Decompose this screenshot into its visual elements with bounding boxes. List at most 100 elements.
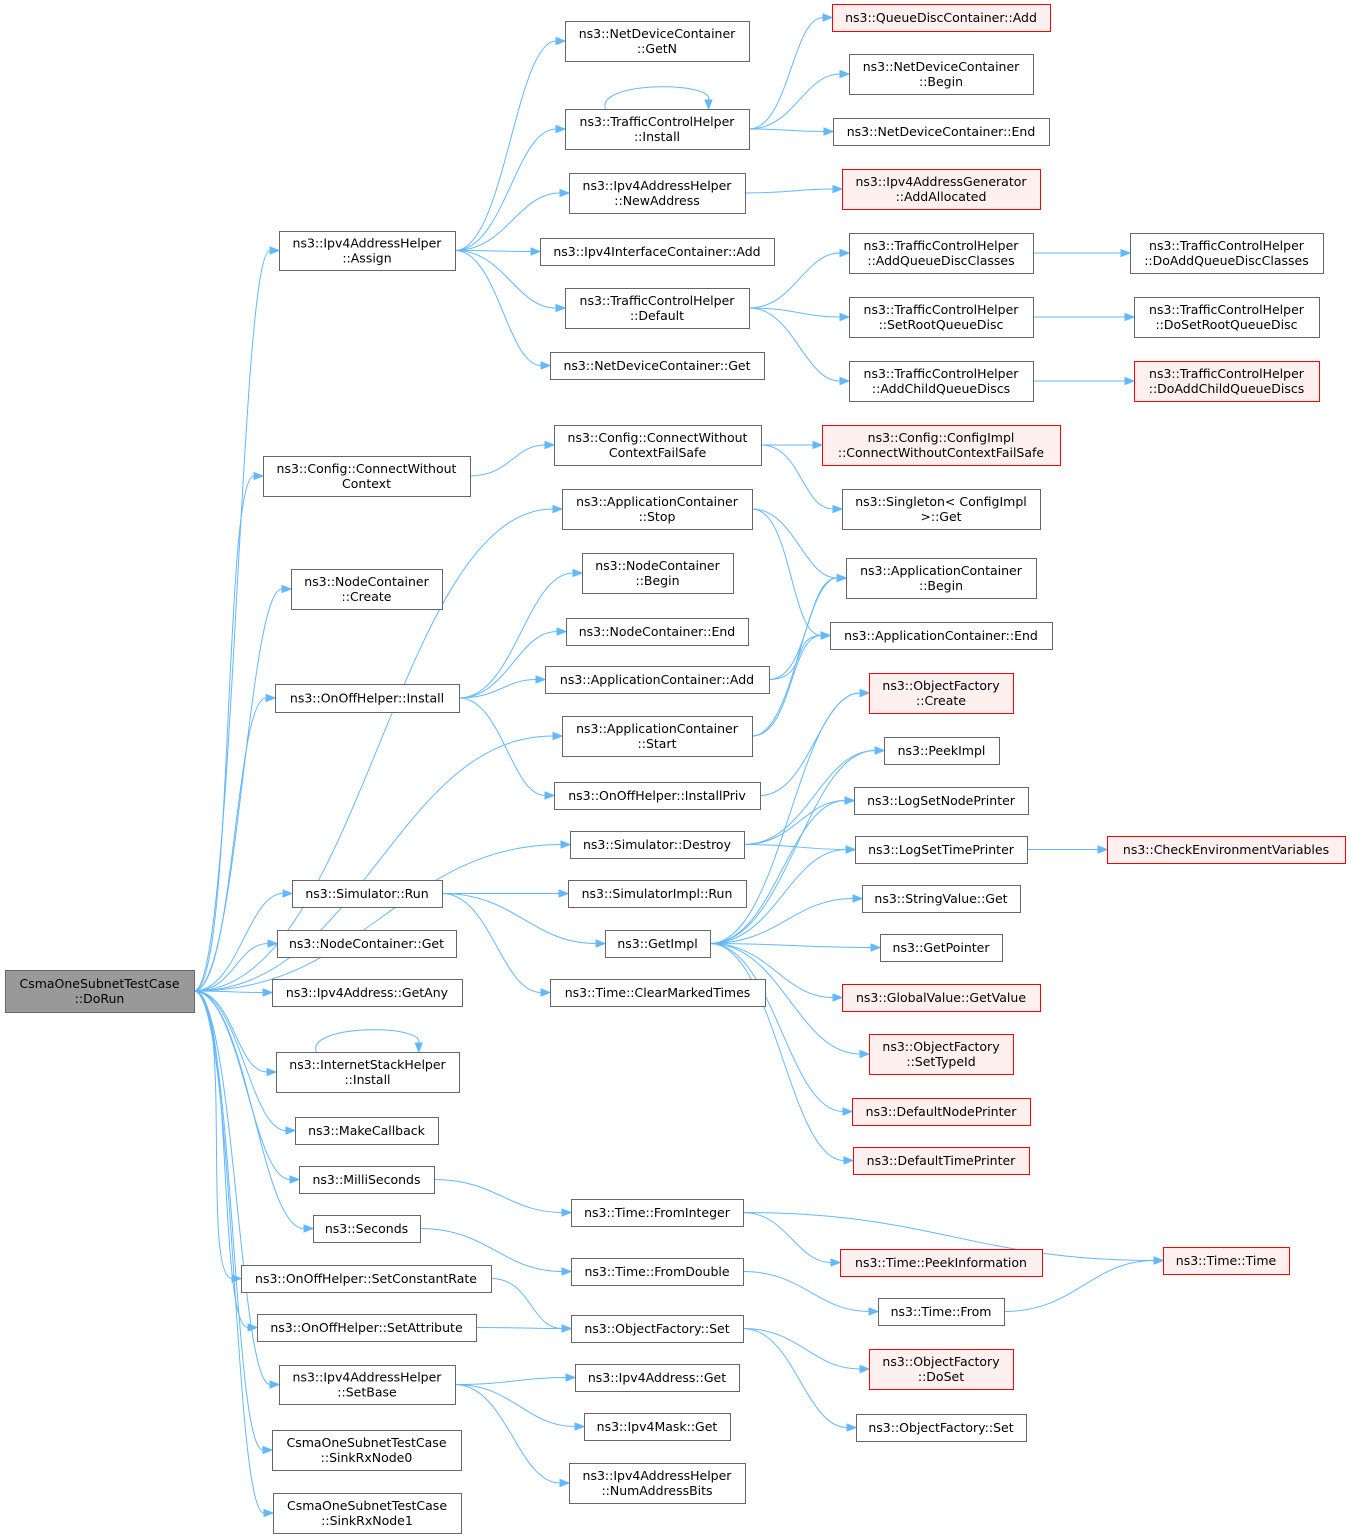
node-maskGet[interactable]: ns3::Ipv4Mask::Get: [584, 1413, 731, 1441]
node-tchInstall[interactable]: ns3::TrafficControlHelper::Install: [565, 109, 750, 150]
node-ipGetAny[interactable]: ns3::Ipv4Address::GetAny: [272, 979, 463, 1007]
edge-line: [193, 735, 554, 992]
node-makeCb[interactable]: ns3::MakeCallback: [295, 1117, 439, 1145]
node-defNodePr[interactable]: ns3::DefaultNodePrinter: [852, 1098, 1031, 1126]
node-ncCreate[interactable]: ns3::NodeContainer::Create: [291, 569, 443, 610]
node-label: ns3::QueueDiscContainer::Add: [845, 10, 1037, 25]
node-setConstRate[interactable]: ns3::OnOffHelper::SetConstantRate: [241, 1265, 492, 1293]
node-ofDoSet[interactable]: ns3::ObjectFactory::DoSet: [869, 1349, 1014, 1390]
node-fromInteger[interactable]: ns3::Time::FromInteger: [571, 1199, 744, 1227]
edge-arrowhead: [842, 1107, 854, 1116]
node-box: [272, 1430, 462, 1471]
node-logTime[interactable]: ns3::LogSetTimePrinter: [855, 836, 1028, 864]
node-installPriv[interactable]: ns3::OnOffHelper::InstallPriv: [554, 782, 761, 810]
node-label: ns3::NodeContainer::End: [579, 624, 735, 639]
node-defTimePr[interactable]: ns3::DefaultTimePrinter: [853, 1147, 1030, 1175]
node-qdcAdd[interactable]: ns3::QueueDiscContainer::Add: [832, 4, 1051, 32]
node-ncBegin[interactable]: ns3::NodeContainer::Begin: [582, 553, 734, 594]
node-setBase[interactable]: ns3::Ipv4AddressHelper::SetBase: [279, 1365, 456, 1405]
edge-getImpl-peekImpl: [709, 746, 886, 944]
node-timeFrom[interactable]: ns3::Time::From: [878, 1298, 1005, 1326]
node-label: ns3::Ipv4Address::GetAny: [286, 985, 449, 1000]
node-checkEnv[interactable]: ns3::CheckEnvironmentVariables: [1107, 836, 1346, 864]
node-acBegin[interactable]: ns3::ApplicationContainer::Begin: [846, 558, 1037, 599]
edge-line: [709, 943, 861, 1055]
node-ofSet[interactable]: ns3::ObjectFactory::Set: [571, 1315, 744, 1343]
node-setAttr[interactable]: ns3::OnOffHelper::SetAttribute: [257, 1314, 477, 1342]
node-clearMarked[interactable]: ns3::Time::ClearMarkedTimes: [550, 979, 766, 1007]
node-sink1[interactable]: CsmaOneSubnetTestCase::SinkRxNode1: [273, 1493, 462, 1534]
node-iicAdd[interactable]: ns3::Ipv4InterfaceContainer::Add: [540, 238, 775, 266]
node-acStart[interactable]: ns3::ApplicationContainer::Start: [562, 716, 753, 757]
node-ndcGetN[interactable]: ns3::NetDeviceContainer::GetN: [565, 21, 750, 62]
node-ishInstall[interactable]: ns3::InternetStackHelper::Install: [276, 1052, 460, 1093]
edge-root-sink0: [193, 990, 274, 1455]
node-peekImpl[interactable]: ns3::PeekImpl: [884, 737, 1000, 765]
node-box: [571, 1315, 744, 1343]
node-milli[interactable]: ns3::MilliSeconds: [299, 1166, 435, 1194]
edge-arrowhead: [846, 1423, 858, 1432]
node-singletonGet[interactable]: ns3::Singleton< ConfigImpl>::Get: [842, 489, 1041, 530]
node-setRootQD[interactable]: ns3::TrafficControlHelper::SetRootQueueD…: [849, 297, 1034, 338]
edge-newAddr-addAlloc: [744, 184, 844, 194]
node-acStop[interactable]: ns3::ApplicationContainer::Stop: [562, 489, 753, 530]
node-acEnd[interactable]: ns3::ApplicationContainer::End: [830, 622, 1053, 650]
node-addChildQD[interactable]: ns3::TrafficControlHelper::AddChildQueue…: [849, 361, 1034, 402]
node-doAddQDC[interactable]: ns3::TrafficControlHelper::DoAddQueueDis…: [1130, 233, 1324, 274]
node-sink0[interactable]: CsmaOneSubnetTestCase::SinkRxNode0: [272, 1430, 462, 1471]
node-root[interactable]: CsmaOneSubnetTestCase::DoRun: [5, 970, 195, 1013]
node-doSetRootQD[interactable]: ns3::TrafficControlHelper::DoSetRootQueu…: [1134, 297, 1320, 338]
node-getImpl[interactable]: ns3::GetImpl: [605, 930, 711, 958]
edge-root-simRun: [193, 889, 294, 992]
node-ofSet2[interactable]: ns3::ObjectFactory::Set: [856, 1414, 1027, 1442]
node-tchDefault[interactable]: ns3::TrafficControlHelper::Default: [565, 288, 750, 329]
node-simImplRun[interactable]: ns3::SimulatorImpl::Run: [568, 880, 747, 908]
edge-line: [193, 990, 271, 1385]
node-ipv4Get[interactable]: ns3::Ipv4Address::Get: [575, 1364, 740, 1392]
node-label: ns3::MakeCallback: [308, 1123, 426, 1138]
node-onoffInstall[interactable]: ns3::OnOffHelper::Install: [275, 684, 460, 713]
node-newAddr[interactable]: ns3::Ipv4AddressHelper::NewAddress: [569, 173, 746, 214]
edge-arrowhead: [704, 99, 713, 111]
node-seconds[interactable]: ns3::Seconds: [313, 1215, 421, 1243]
node-simDestroy[interactable]: ns3::Simulator::Destroy: [570, 831, 745, 859]
node-strGet[interactable]: ns3::StringValue::Get: [862, 885, 1021, 913]
node-timeTime[interactable]: ns3::Time::Time: [1163, 1247, 1290, 1275]
node-simRun[interactable]: ns3::Simulator::Run: [292, 880, 443, 908]
node-ofCreate[interactable]: ns3::ObjectFactory::Create: [869, 673, 1014, 714]
node-gvGetValue[interactable]: ns3::GlobalValue::GetValue: [842, 984, 1041, 1012]
node-ndcBegin[interactable]: ns3::NetDeviceContainer::Begin: [849, 54, 1034, 95]
node-label: ns3::Config::ConnectWithout: [277, 461, 457, 476]
node-getPointer[interactable]: ns3::GetPointer: [880, 934, 1003, 962]
node-logNode[interactable]: ns3::LogSetNodePrinter: [854, 787, 1029, 815]
edge-arrowhead: [859, 688, 871, 698]
edge-arrowhead: [843, 1156, 855, 1165]
node-doAddChildQD[interactable]: ns3::TrafficControlHelper::DoAddChildQue…: [1134, 361, 1320, 402]
node-addQDC[interactable]: ns3::TrafficControlHelper::AddQueueDiscC…: [849, 233, 1034, 274]
node-fromDouble[interactable]: ns3::Time::FromDouble: [571, 1258, 744, 1286]
node-cfgconn[interactable]: ns3::Config::ConnectWithoutContext: [263, 456, 471, 497]
node-cfgConnFS[interactable]: ns3::Config::ConnectWithoutContextFailSa…: [554, 425, 762, 466]
node-peekInfo[interactable]: ns3::Time::PeekInformation: [840, 1249, 1043, 1277]
edge-ofSet-ofSet2: [742, 1328, 858, 1432]
node-cfgImplConn[interactable]: ns3::Config::ConfigImpl::ConnectWithoutC…: [822, 425, 1061, 466]
edge-line: [193, 990, 249, 1328]
edge-arrowhead: [820, 631, 832, 640]
node-ndcEnd[interactable]: ns3::NetDeviceContainer::End: [833, 118, 1050, 146]
node-ndcGet[interactable]: ns3::NetDeviceContainer::Get: [550, 352, 765, 380]
node-label: ns3::Simulator::Run: [305, 886, 428, 901]
node-ncGet[interactable]: ns3::NodeContainer::Get: [277, 930, 457, 958]
edge-ofSet-ofDoSet: [742, 1328, 871, 1374]
node-label: ns3::ObjectFactory::Set: [868, 1420, 1013, 1435]
node-box: [554, 782, 761, 810]
edge-line: [454, 1377, 567, 1385]
node-ncEnd[interactable]: ns3::NodeContainer::End: [566, 618, 749, 646]
node-assign[interactable]: ns3::Ipv4AddressHelper::Assign: [279, 231, 456, 271]
node-ofSetTypeId[interactable]: ns3::ObjectFactory::SetTypeId: [869, 1034, 1014, 1075]
edge-simRun-simImplRun: [442, 889, 570, 898]
edge-arrowhead: [558, 889, 570, 898]
node-numAddrBits[interactable]: ns3::Ipv4AddressHelper::NumAddressBits: [569, 1463, 746, 1504]
node-addAlloc[interactable]: ns3::Ipv4AddressGenerator::AddAllocated: [842, 169, 1041, 210]
edge-arrowhead: [830, 1258, 842, 1267]
node-acAdd[interactable]: ns3::ApplicationContainer::Add: [545, 666, 770, 694]
